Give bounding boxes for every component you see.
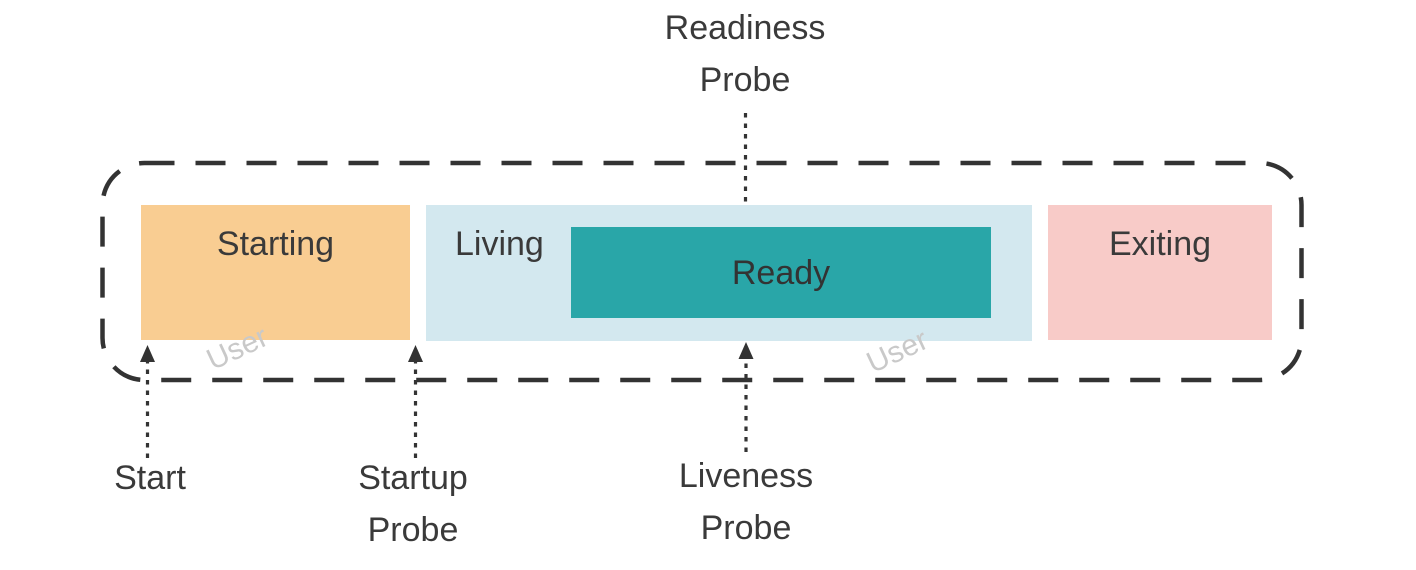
state-label-ready: Ready [731, 253, 831, 292]
startup-probe-label-line1: Startup [358, 459, 468, 497]
arrow-up-icon [140, 345, 155, 362]
liveness-probe-label-line1: Liveness [678, 457, 814, 495]
arrow-up-icon [408, 345, 423, 362]
liveness-probe-label-line2: Probe [700, 509, 792, 547]
readiness-probe-label-line2: Probe [699, 61, 791, 99]
readiness-probe-label: Readiness Probe [625, 2, 865, 106]
startup-probe-label-line2: Probe [367, 511, 459, 549]
arrow-up-icon [738, 342, 754, 359]
state-box-ready: Ready [571, 227, 991, 318]
state-label-exiting: Exiting [1108, 225, 1212, 263]
start-arrow [140, 345, 155, 458]
state-box-exiting: Exiting [1048, 205, 1272, 340]
startup-probe-arrow [408, 345, 423, 458]
liveness-probe-label: Liveness Probe [666, 450, 826, 554]
start-label-line1: Start [114, 459, 186, 497]
liveness-probe-arrow [738, 342, 754, 452]
state-box-starting: Starting [141, 205, 410, 340]
state-label-living: Living [455, 225, 544, 263]
startup-probe-label: Startup Probe [333, 452, 493, 556]
readiness-probe-label-line1: Readiness [664, 9, 826, 47]
state-label-starting: Starting [216, 225, 335, 263]
start-label: Start [70, 452, 230, 504]
